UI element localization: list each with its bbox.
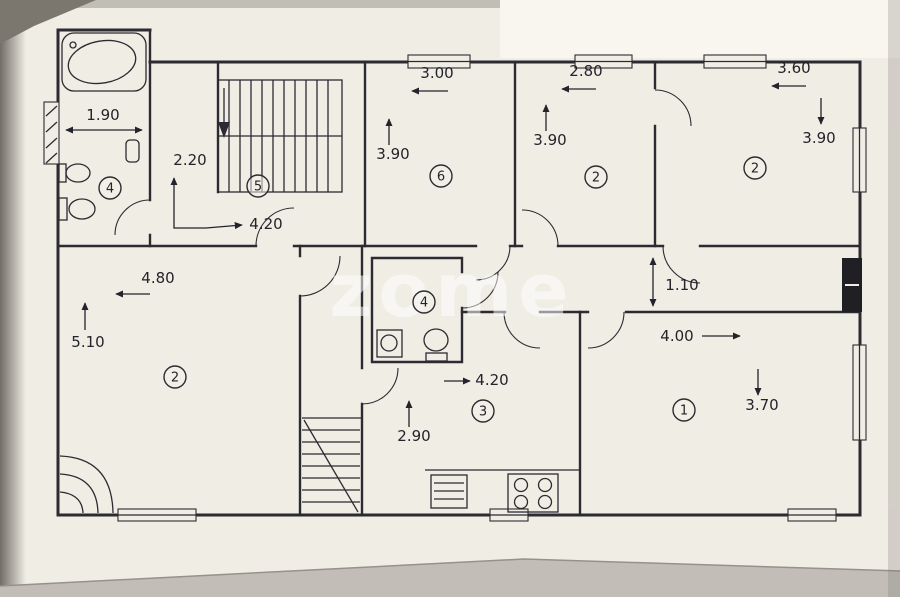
dim-room1-depth: 3.70 — [745, 396, 778, 414]
badge-room-1: 1 — [672, 398, 696, 422]
dim-room3-width: 4.20 — [475, 371, 508, 389]
door-room-3-hall — [361, 367, 399, 405]
windows — [43, 54, 867, 522]
bidet — [58, 163, 91, 183]
badge-room-5: 5 — [246, 174, 270, 198]
corner-shadow — [0, 0, 96, 44]
sink-center-bath — [376, 329, 403, 358]
door-bathroom-top-left — [114, 199, 151, 236]
window-right-room1 — [852, 344, 867, 441]
badge-room-6: 6 — [429, 164, 453, 188]
utility-shaft — [842, 258, 862, 312]
dim-room5-depth: 2.20 — [173, 151, 206, 169]
door-room-2-left — [299, 255, 341, 297]
paper-bottom-edge — [0, 559, 900, 597]
svg-text:3: 3 — [479, 405, 487, 420]
svg-text:2: 2 — [592, 171, 600, 186]
window-right-upper — [852, 127, 867, 193]
svg-text:6: 6 — [437, 170, 445, 185]
dim-room2mid-depth: 3.90 — [533, 131, 566, 149]
outer-walls — [56, 28, 862, 517]
svg-text:4: 4 — [106, 182, 114, 197]
fixtures — [58, 32, 580, 514]
window-bottom-kitchen — [489, 508, 529, 522]
door-room-6 — [475, 245, 511, 281]
dim-room1-width: 4.00 — [660, 327, 693, 345]
door-room-1 — [587, 311, 625, 349]
toilet-top-left — [58, 197, 96, 221]
dim-room5-width: 4.20 — [249, 215, 282, 233]
window-top-room6 — [407, 54, 471, 69]
dim-room6-width: 3.00 — [420, 64, 453, 82]
dim-room2right-width: 3.60 — [777, 59, 810, 77]
room-badges: 4 5 6 2 2 2 4 3 — [98, 156, 767, 423]
dimension-annotations: 1.90 2.20 4.20 3.00 3.90 2.80 3.90 3.60 … — [65, 59, 836, 445]
corner-furniture — [59, 455, 114, 514]
kitchen-counter — [425, 469, 580, 509]
dim-bath-width: 1.90 — [86, 106, 119, 124]
badge-room-2-top-middle: 2 — [584, 165, 608, 189]
watermark: zome — [329, 248, 574, 334]
stairs-direction-arrow — [218, 122, 230, 138]
badge-bathroom-center: 4 — [412, 290, 436, 314]
window-bottom-right — [787, 508, 837, 522]
stairs-lower — [302, 417, 362, 513]
door-room-2-middle — [521, 209, 559, 247]
svg-text:4: 4 — [420, 296, 428, 311]
svg-text:5: 5 — [254, 180, 262, 195]
dim-room6-depth: 3.90 — [376, 145, 409, 163]
stairs-upper — [217, 79, 343, 193]
badge-room-3: 3 — [471, 399, 495, 423]
door-room-2-right — [662, 245, 701, 284]
door-bathroom-center — [461, 271, 499, 309]
door-room-5 — [255, 207, 295, 247]
door-arcs — [114, 89, 701, 405]
dim-room2right-depth: 3.90 — [802, 129, 835, 147]
svg-text:1: 1 — [680, 404, 688, 419]
window-left — [43, 101, 60, 165]
dim-room3-depth: 2.90 — [397, 427, 430, 445]
badge-room-2-top-right: 2 — [743, 156, 767, 180]
svg-text:2: 2 — [751, 162, 759, 177]
badge-bathroom-top-left: 4 — [98, 176, 122, 200]
window-top-room2-middle — [574, 54, 633, 69]
wall-cabinet — [125, 139, 140, 163]
svg-text:2: 2 — [171, 371, 179, 386]
badge-room-2-left: 2 — [163, 365, 187, 389]
toilet-center-bath — [423, 328, 449, 362]
window-top-room2-right — [703, 54, 767, 69]
dim-room2mid-width: 2.80 — [569, 62, 602, 80]
bathtub — [61, 32, 147, 92]
door-room-3-corridor — [503, 311, 541, 349]
dim-corridor-width: 1.10 — [665, 276, 698, 294]
window-bottom-left — [117, 508, 197, 522]
door-between-room2s — [654, 89, 692, 127]
dim-room2left-width: 4.80 — [141, 269, 174, 287]
stove — [507, 473, 559, 513]
dim-room2left-depth: 5.10 — [71, 333, 104, 351]
